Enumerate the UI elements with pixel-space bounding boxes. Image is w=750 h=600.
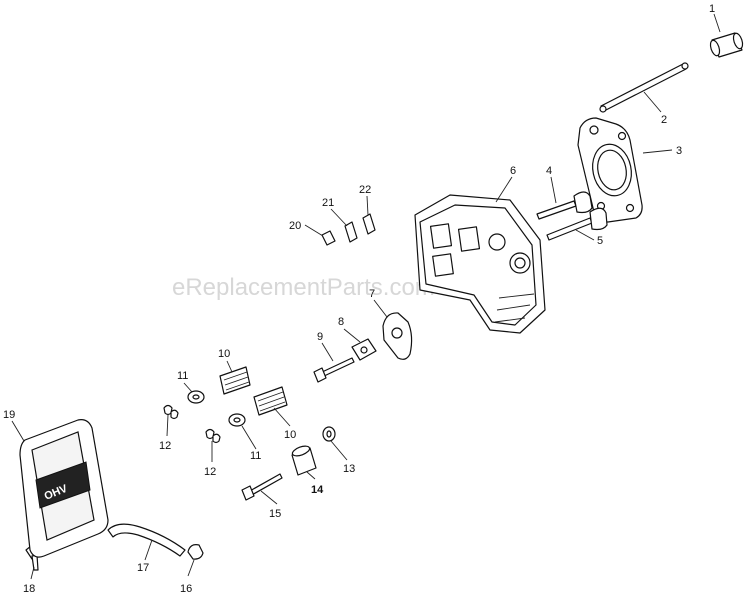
callout-9: 9 [317, 331, 323, 343]
part-8-rocker-pivot [351, 338, 377, 361]
callout-16: 16 [180, 583, 192, 595]
part-3-head-gasket [577, 117, 643, 223]
callout-11-upper: 11 [177, 370, 188, 382]
callout-22: 22 [359, 184, 371, 196]
callouts: 1 2 3 4 5 6 7 8 9 10 10 11 11 12 12 13 1… [3, 3, 715, 595]
part-16-clamp [187, 544, 204, 560]
part-9-rocker-stud [313, 357, 355, 383]
part-11-retainer-upper [187, 390, 205, 404]
callout-20: 20 [289, 220, 301, 232]
part-2-push-rod [599, 62, 689, 113]
part-13-washer [322, 426, 336, 442]
part-5-valve [546, 207, 608, 241]
callout-14: 14 [311, 484, 324, 496]
callout-12-lower: 12 [204, 466, 216, 478]
callout-18: 18 [23, 583, 35, 595]
callout-4: 4 [546, 165, 552, 177]
part-15-bolt [241, 473, 283, 501]
callout-17: 17 [137, 562, 149, 574]
callout-3: 3 [676, 145, 682, 157]
callout-5: 5 [597, 235, 603, 247]
part-12-keepers-lower [205, 428, 221, 444]
part-17-breather-tube [107, 523, 186, 557]
part-6-cylinder-head [414, 194, 546, 334]
part-7-rocker-arm [382, 312, 413, 360]
callout-13: 13 [343, 463, 355, 475]
part-1-sleeve [709, 32, 744, 58]
callout-12-upper: 12 [159, 440, 171, 452]
part-22-clip [362, 213, 376, 235]
part-20-bolt [321, 230, 336, 246]
part-4-valve [536, 191, 593, 220]
part-10-valve-spring-lower [253, 386, 288, 416]
callout-6: 6 [510, 165, 516, 177]
part-12-keepers-upper [163, 404, 179, 420]
callout-10-lower: 10 [284, 429, 296, 441]
callout-10-upper: 10 [218, 348, 230, 360]
callout-19: 19 [3, 409, 15, 421]
watermark: eReplacementParts.com [172, 274, 435, 301]
callout-11-lower: 11 [250, 450, 261, 462]
leader-lines [11, 13, 721, 580]
callout-15: 15 [269, 508, 281, 520]
callout-1: 1 [709, 3, 715, 15]
callout-21: 21 [322, 197, 334, 209]
part-19-valve-cover: OHV [19, 419, 109, 558]
part-10-valve-spring-upper [219, 366, 251, 395]
callout-7: 7 [369, 288, 375, 300]
part-21-clip [344, 221, 358, 243]
part-11-retainer-lower [228, 413, 246, 427]
callout-8: 8 [338, 316, 344, 328]
part-14-spacer [291, 445, 317, 476]
callout-2: 2 [661, 114, 667, 126]
